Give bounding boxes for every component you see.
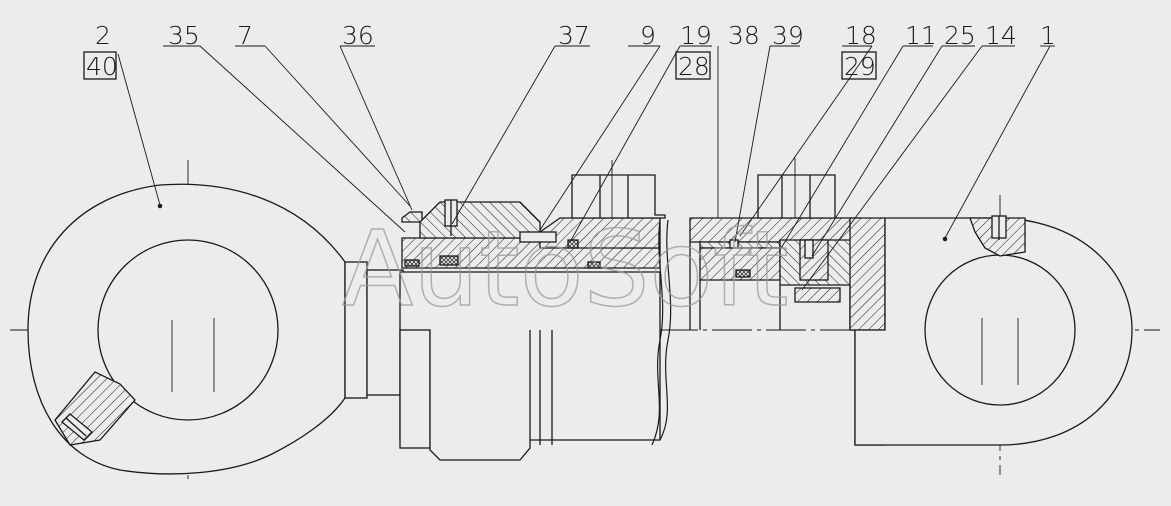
break-line bbox=[651, 219, 664, 446]
callout-labels: 2 40 35 7 36 37 9 19 28 38 39 18 29 11 2… bbox=[83, 21, 1056, 81]
rod-end-eye bbox=[27, 183, 346, 475]
callout-35: 35 bbox=[168, 21, 200, 50]
callout-29: 29 bbox=[844, 52, 876, 81]
callout-37: 37 bbox=[558, 21, 590, 50]
callout-19: 19 bbox=[680, 21, 712, 50]
callout-38: 38 bbox=[728, 21, 760, 50]
callout-18: 18 bbox=[845, 21, 877, 50]
callout-39: 39 bbox=[772, 21, 804, 50]
callout-14: 14 bbox=[985, 21, 1017, 50]
callout-40-box bbox=[83, 51, 117, 80]
gland-nut bbox=[399, 329, 531, 461]
callout-36: 36 bbox=[342, 21, 374, 50]
callout-9: 9 bbox=[640, 21, 656, 50]
callout-40: 40 bbox=[86, 52, 118, 81]
callout-11: 11 bbox=[905, 21, 937, 50]
leader-lines bbox=[117, 45, 1055, 291]
callout-28-box bbox=[675, 51, 711, 80]
watermark-text: AutoSoft bbox=[342, 208, 789, 330]
callout-1: 1 bbox=[1040, 21, 1056, 50]
callout-25: 25 bbox=[944, 21, 976, 50]
callout-7: 7 bbox=[237, 21, 253, 50]
callout-28: 28 bbox=[678, 52, 710, 81]
callout-2: 2 bbox=[95, 21, 111, 50]
cylinder-barrel bbox=[689, 158, 886, 446]
callout-29-box bbox=[841, 51, 877, 80]
cylinder-head-section bbox=[401, 160, 666, 269]
base-end-eye bbox=[854, 215, 1133, 446]
